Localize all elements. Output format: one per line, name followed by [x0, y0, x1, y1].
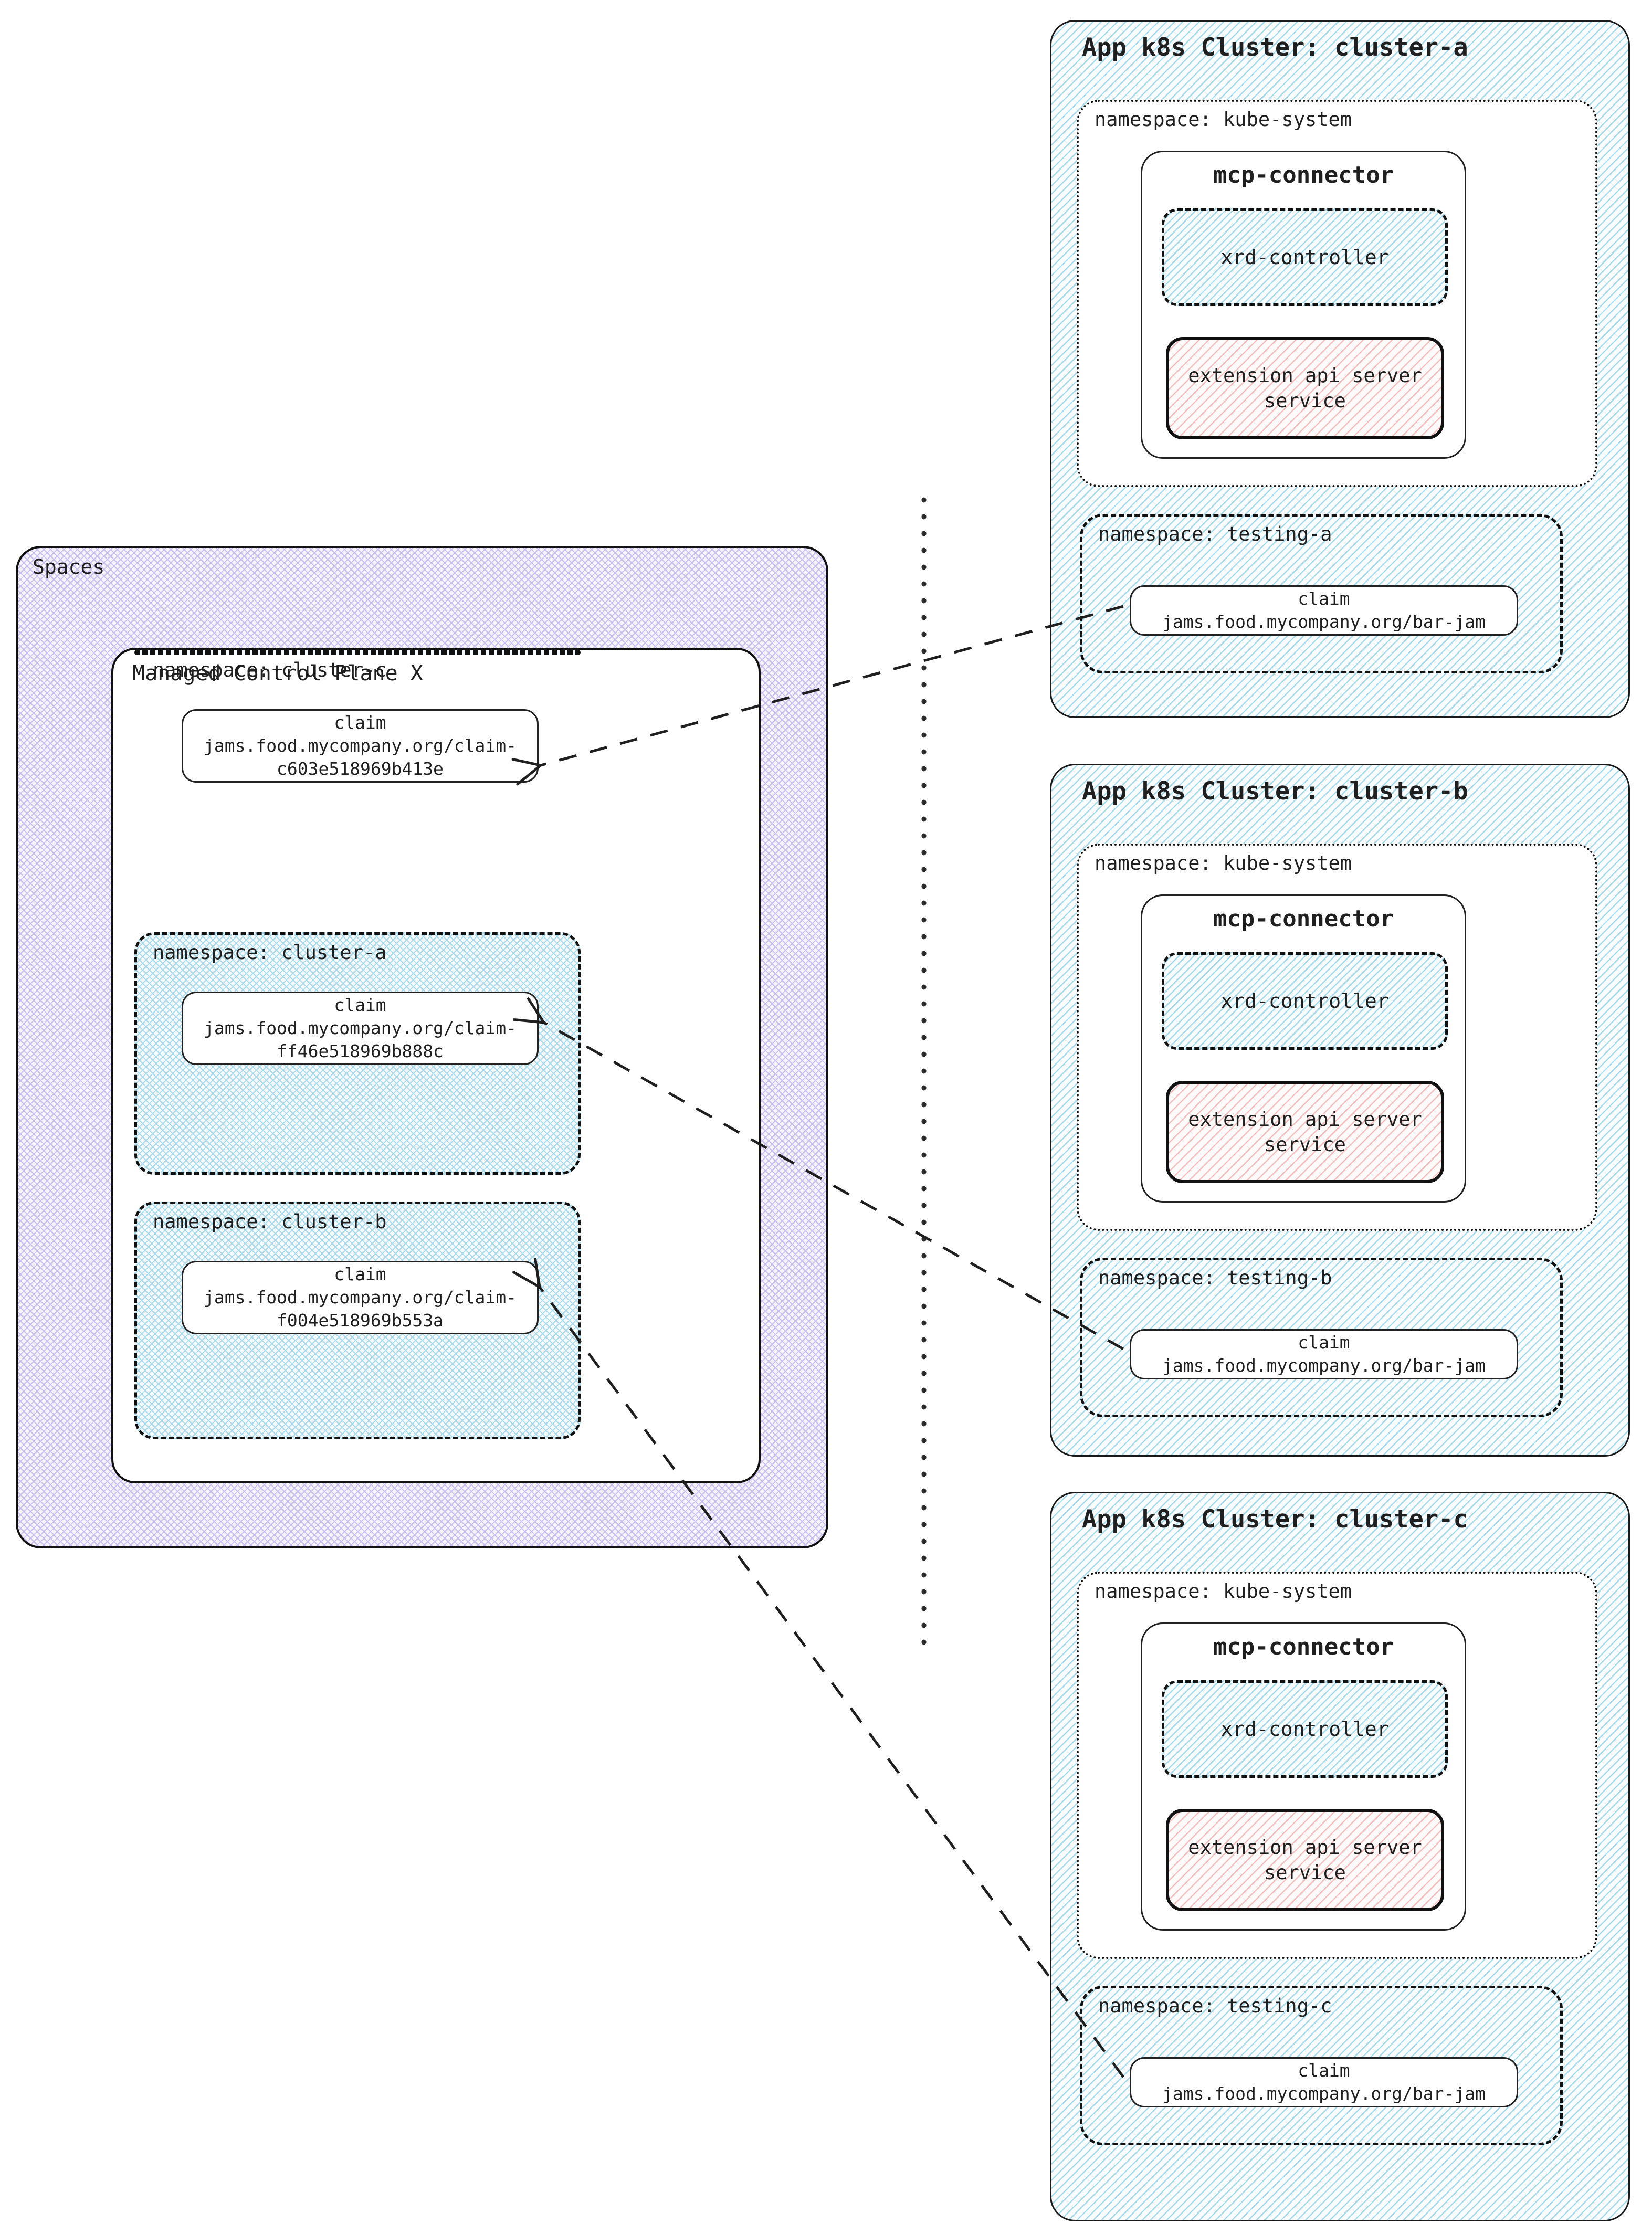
claim-text: claim jams.food.mycompany.org/claim-f004e… — [204, 1263, 517, 1332]
text-line: service — [1264, 1133, 1346, 1156]
text-line: extension api server — [1188, 1836, 1422, 1859]
text-line: ff46e518969b888c — [277, 1041, 444, 1061]
text-line: extension api server — [1188, 364, 1422, 387]
text-line: claim — [334, 712, 386, 733]
text-line: service — [1264, 1861, 1346, 1884]
claim-box: claim jams.food.mycompany.org/claim-ff46e… — [182, 992, 539, 1065]
mcp-connector-title: mcp-connector — [1213, 905, 1394, 932]
xrd-controller-box: xrd-controller — [1162, 1680, 1448, 1778]
text-line: service — [1264, 389, 1346, 412]
xrd-controller-label: xrd-controller — [1220, 246, 1389, 269]
namespace-label: namespace: testing-a — [1098, 523, 1332, 545]
spaces-panel: Spaces Managed Control Plane X namespace… — [16, 546, 828, 1548]
namespace-label: namespace: cluster-a — [153, 941, 387, 964]
namespace-label: namespace: kube-system — [1095, 1580, 1352, 1603]
spaces-title: Spaces — [33, 555, 105, 578]
claim-text: claim jams.food.mycompany.org/bar-jam — [1162, 587, 1486, 634]
cluster-box: App k8s Cluster: cluster-c namespace: ku… — [1050, 1492, 1630, 2221]
mcp-connector-title: mcp-connector — [1213, 1634, 1394, 1660]
namespace-box: namespace: cluster-a claim jams.food.myco… — [134, 932, 581, 1175]
claim-box: claim jams.food.mycompany.org/bar-jam — [1130, 585, 1518, 636]
control-plane-title: Managed Control Plane X — [132, 661, 423, 686]
text-line: jams.food.mycompany.org/claim- — [203, 1287, 517, 1308]
namespace-box: namespace: cluster-b claim jams.food.myco… — [134, 1202, 581, 1439]
mcp-connector-title: mcp-connector — [1213, 162, 1394, 188]
mcp-connector-box: mcp-connector xrd-controller extension a… — [1141, 894, 1466, 1203]
mcp-connector-box: mcp-connector xrd-controller extension a… — [1141, 151, 1466, 459]
cluster-box: App k8s Cluster: cluster-b namespace: ku… — [1050, 764, 1630, 1457]
text-line: claim — [334, 1264, 386, 1284]
kube-system-namespace-box: namespace: kube-system mcp-connector xrd… — [1077, 100, 1597, 487]
cluster-box: App k8s Cluster: cluster-a namespace: ku… — [1050, 20, 1630, 718]
text-line: claim — [1298, 1332, 1350, 1353]
text-line: claim — [1298, 2060, 1350, 2081]
cluster-title: App k8s Cluster: cluster-b — [1082, 777, 1468, 806]
text-line: jams.food.mycompany.org/claim- — [203, 735, 517, 756]
claim-text: claim jams.food.mycompany.org/claim-ff46e… — [204, 994, 517, 1063]
text-line: c603e518969b413e — [277, 758, 444, 779]
xrd-controller-box: xrd-controller — [1162, 952, 1448, 1050]
text-line: claim — [1298, 588, 1350, 609]
cluster-title: App k8s Cluster: cluster-c — [1082, 1505, 1468, 1534]
kube-system-namespace-box: namespace: kube-system mcp-connector xrd… — [1077, 844, 1597, 1231]
text-line: extension api server — [1188, 1108, 1422, 1131]
kube-system-namespace-box: namespace: kube-system mcp-connector xrd… — [1077, 1572, 1597, 1959]
namespace-label: namespace: kube-system — [1095, 852, 1352, 874]
cluster-title: App k8s Cluster: cluster-a — [1082, 33, 1468, 62]
namespace-label: namespace: cluster-c — [153, 659, 387, 681]
mcp-connector-box: mcp-connector xrd-controller extension a… — [1141, 1622, 1466, 1931]
control-plane-box: Managed Control Plane X namespace: clust… — [111, 648, 761, 1483]
text-line: jams.food.mycompany.org/bar-jam — [1162, 612, 1486, 632]
text-line: claim — [334, 995, 386, 1015]
claim-box: claim jams.food.mycompany.org/claim-f004e… — [182, 1261, 539, 1334]
namespace-label: namespace: cluster-b — [153, 1210, 387, 1233]
xrd-controller-label: xrd-controller — [1220, 1717, 1389, 1741]
text-line: jams.food.mycompany.org/claim- — [203, 1018, 517, 1038]
text-line: jams.food.mycompany.org/bar-jam — [1162, 2083, 1486, 2104]
namespace-label: namespace: testing-b — [1098, 1267, 1332, 1289]
testing-namespace-box: namespace: testing-a claim jams.food.myco… — [1080, 514, 1563, 673]
xrd-controller-label: xrd-controller — [1220, 989, 1389, 1013]
text-line: f004e518969b553a — [277, 1310, 444, 1331]
xrd-controller-box: xrd-controller — [1162, 208, 1448, 306]
namespace-label: namespace: kube-system — [1095, 108, 1352, 131]
namespace-label: namespace: testing-c — [1098, 1995, 1332, 2017]
clusters-column: App k8s Cluster: cluster-a namespace: ku… — [1050, 20, 1630, 2221]
text-line: jams.food.mycompany.org/bar-jam — [1162, 1355, 1486, 1376]
